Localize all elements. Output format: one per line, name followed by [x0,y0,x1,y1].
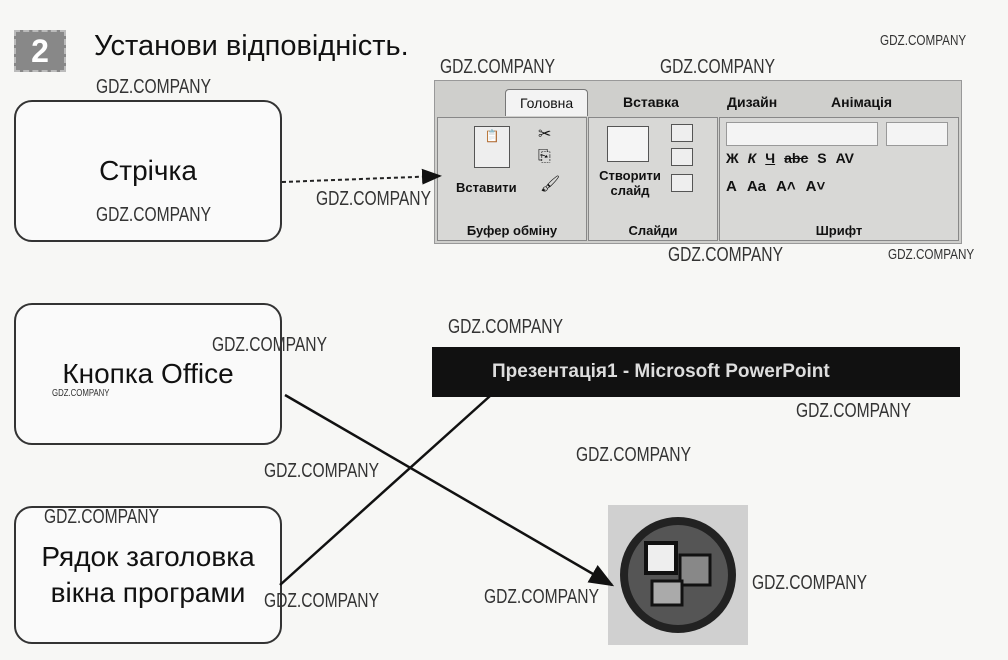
font-label: Шрифт [815,223,863,238]
case-button: Aa [746,178,767,195]
grow-font-button: A˄ [776,178,796,195]
reset-icon [671,148,693,166]
copy-icon: ⎘ [538,148,551,165]
shrink-font-button: A˅ [805,178,826,195]
watermark: GDZ.COMPANY [316,188,431,210]
underline-button: Ч [765,150,776,166]
task-title: Установи відповідність. [94,30,409,62]
new-slide-icon [607,126,649,162]
watermark: GDZ.COMPANY [880,32,967,49]
font-style-row: Ж К Ч abc S AV [726,150,854,166]
line-ribbon [281,168,442,185]
line-title-bar [279,395,491,586]
title-bar-text: Презентація1 - Microsoft PowerPoint [492,361,830,382]
group-clipboard: 📋 Вставити ✂ ⎘ 🖌 Буфер обміну [437,117,587,241]
slides-label: Слайди [628,223,678,238]
watermark: GDZ.COMPANY [888,246,975,263]
watermark: GDZ.COMPANY [440,56,555,78]
watermark: GDZ.COMPANY [96,204,211,226]
font-color-button: A [726,178,737,195]
format-painter-icon: 🖌 [540,176,561,193]
watermark: GDZ.COMPANY [264,460,379,482]
watermark: GDZ.COMPANY [212,334,327,356]
box-ribbon: Стрічка [14,100,282,242]
watermark: GDZ.COMPANY [660,56,775,78]
box-title-bar: Рядок заголовка вікна програми [14,506,282,644]
tab-animation: Анімація [831,94,893,110]
spacing-button: AV [835,150,854,166]
group-slides: Створити слайд Слайди [588,117,718,241]
new-slide-label: Створити слайд [599,168,661,198]
line-office-button [284,393,615,587]
group-font: Ж К Ч abc S AV A Aa A˄ A˅ Шрифт [719,117,959,241]
watermark: GDZ.COMPANY [44,506,159,528]
tab-insert: Вставка [623,94,679,110]
box-office-button: Кнопка Office [14,303,282,445]
watermark: GDZ.COMPANY [264,590,379,612]
cut-icon: ✂ [538,126,552,143]
shadow-button: S [817,150,827,166]
watermark: GDZ.COMPANY [752,572,867,594]
watermark: GDZ.COMPANY [576,444,691,466]
bold-button: Ж [726,150,739,166]
office-logo-icon [620,517,736,633]
watermark: GDZ.COMPANY [52,388,110,399]
task-number: 2 [14,30,66,72]
tab-home: Головна [505,89,589,116]
paste-icon: 📋 [474,126,510,168]
watermark: GDZ.COMPANY [96,76,211,98]
watermark: GDZ.COMPANY [796,400,911,422]
paste-label: Вставити [456,180,517,195]
italic-button: К [747,150,757,166]
delete-slide-icon [671,174,693,192]
strike-button: abc [784,150,809,166]
title-bar-image: Презентація1 - Microsoft PowerPoint [432,347,960,397]
watermark: GDZ.COMPANY [668,244,783,266]
tab-design: Дизайн [727,94,778,110]
font-size-row: A Aa A˄ A˅ [726,178,825,195]
watermark: GDZ.COMPANY [484,586,599,608]
clipboard-label: Буфер обміну [466,223,558,238]
font-name-select [726,122,878,146]
ribbon-image: Головна Вставка Дизайн Анімація 📋 Встави… [434,80,962,244]
office-button-image [608,505,748,645]
font-size-select [886,122,948,146]
layout-icon [671,124,693,142]
watermark: GDZ.COMPANY [448,316,563,338]
